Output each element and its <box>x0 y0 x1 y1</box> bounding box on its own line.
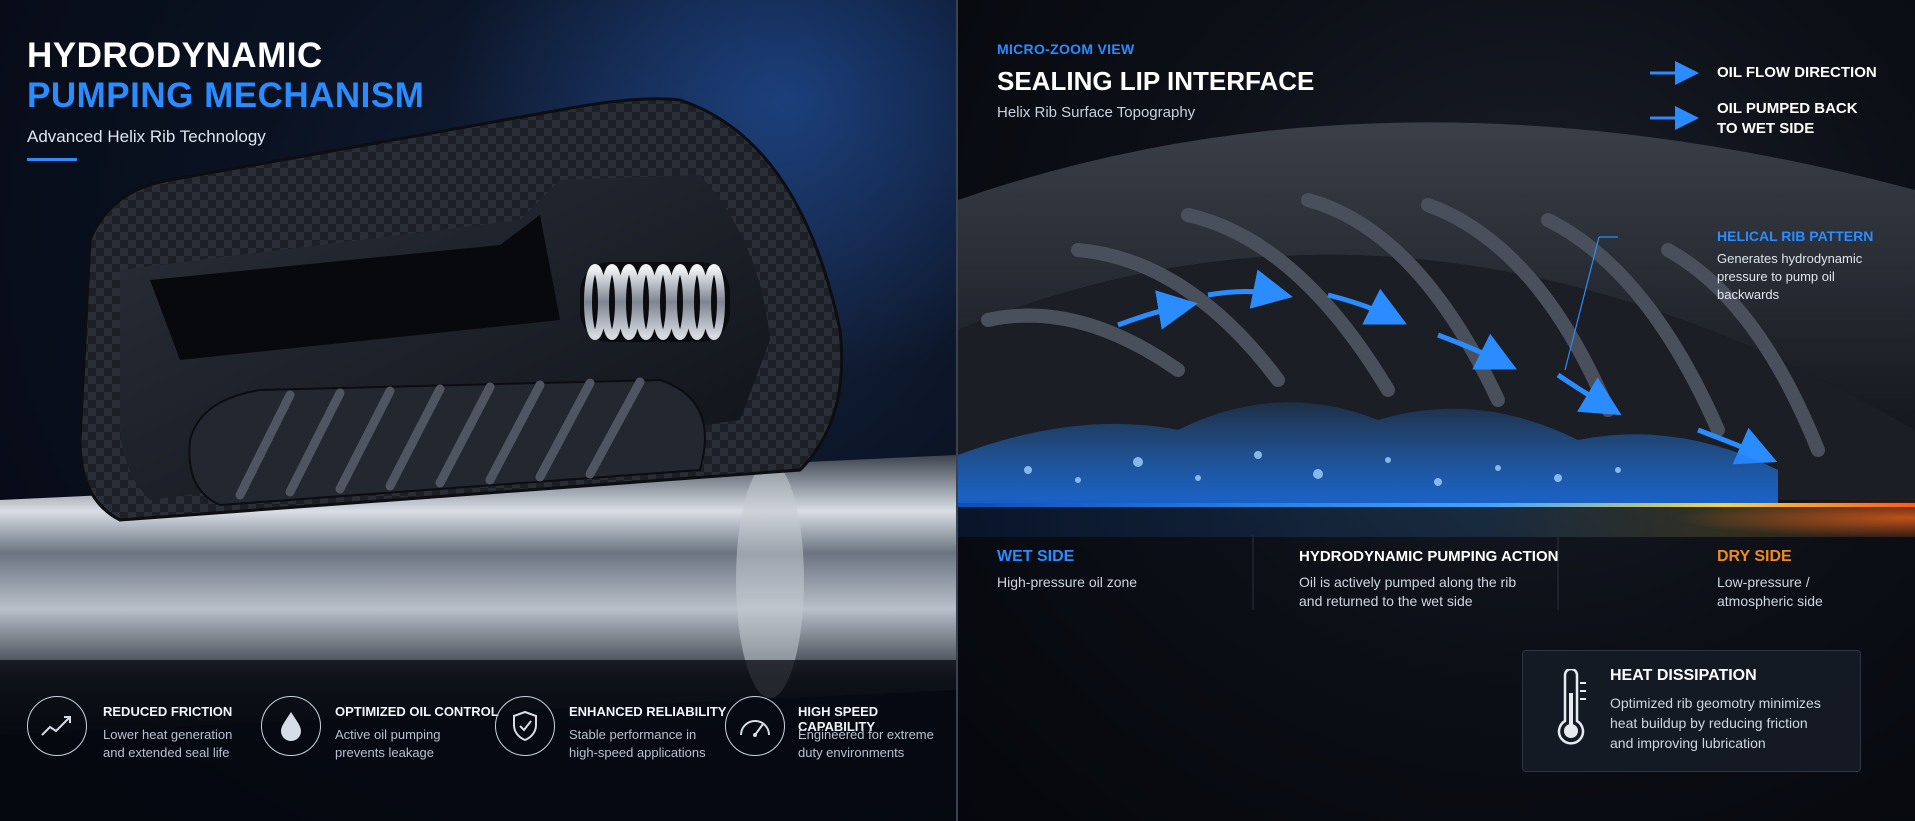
feature-oil-control <box>261 696 321 756</box>
accent-underline <box>27 158 77 161</box>
seal-cross-section-illustration <box>0 0 956 821</box>
wet-side-title: WET SIDE <box>997 548 1075 565</box>
heat-line: heat buildup by reducing friction <box>1610 715 1808 731</box>
right-title: SEALING LIP INTERFACE <box>997 66 1315 96</box>
heat-line: and improving lubrication <box>1610 735 1766 751</box>
legend-oil-flow: OIL FLOW DIRECTION <box>1717 64 1877 81</box>
legend-pumped-line1: OIL PUMPED BACK <box>1717 100 1858 117</box>
feature-line: Stable performance in <box>569 727 697 742</box>
oil-flow-arrows <box>1117 269 1778 465</box>
pumping-action-line: and returned to the wet side <box>1299 593 1473 609</box>
left-panel: HYDRODYNAMIC PUMPING MECHANISM Advanced … <box>0 0 956 821</box>
feature-line: Active oil pumping <box>335 727 441 742</box>
dry-side-title: DRY SIDE <box>1717 548 1792 565</box>
trend-chart-icon <box>27 696 87 756</box>
feature-title: REDUCED FRICTION <box>103 704 233 719</box>
feature-line: and extended seal life <box>103 745 230 760</box>
dry-side-line: atmospheric side <box>1717 593 1823 609</box>
feature-line: Lower heat generation <box>103 727 233 742</box>
right-eyebrow: MICRO-ZOOM VIEW <box>997 41 1135 57</box>
dry-side-line: Low-pressure / <box>1717 574 1810 590</box>
contact-line <box>958 503 1915 507</box>
heat-dissipation-card: HEAT DISSIPATION Optimized rib geomotry … <box>1522 650 1861 772</box>
speedometer-icon <box>725 696 785 756</box>
feature-reliability <box>495 696 555 756</box>
callout-line: backwards <box>1717 287 1780 302</box>
feature-line: high-speed applications <box>569 745 706 760</box>
callout-title: HELICAL RIB PATTERN <box>1717 228 1874 244</box>
heat-title: HEAT DISSIPATION <box>1610 667 1757 684</box>
shield-check-icon <box>495 696 555 756</box>
feature-line: Engineered for extreme <box>798 727 934 742</box>
pumping-action-title: HYDRODYNAMIC PUMPING ACTION <box>1299 548 1559 565</box>
feature-line: prevents leakage <box>335 745 435 760</box>
callout-line: pressure to pump oil <box>1717 269 1835 284</box>
wet-side-text: High-pressure oil zone <box>997 574 1138 590</box>
callout-leader-line <box>1564 236 1600 371</box>
garter-spring <box>580 262 730 342</box>
right-subtitle: Helix Rib Surface Topography <box>997 104 1196 121</box>
legend-arrows <box>1650 61 1699 130</box>
thermometer-icon <box>1553 667 1589 754</box>
left-subtitle: Advanced Helix Rib Technology <box>27 127 266 146</box>
feature-title: HIGH SPEED CAPABILITY <box>798 704 879 734</box>
heat-line: Optimized rib geomotry minimizes <box>1610 695 1821 711</box>
left-title-line1: HYDRODYNAMIC <box>27 36 323 75</box>
lip-interface-illustration <box>958 61 1915 610</box>
helical-ribs <box>981 193 1825 457</box>
panel-divider <box>956 0 958 821</box>
oil-drop-icon <box>261 696 321 756</box>
feature-high-speed <box>725 696 785 756</box>
helix-ribs <box>235 377 645 500</box>
feature-title: ENHANCED RELIABILITY <box>569 704 727 719</box>
right-panel: MICRO-ZOOM VIEW SEALING LIP INTERFACE He… <box>958 0 1915 821</box>
feature-reduced-friction <box>27 696 87 756</box>
legend-pumped-line2: TO WET SIDE <box>1717 120 1815 137</box>
feature-title: OPTIMIZED OIL CONTROL <box>335 704 499 719</box>
feature-line: duty environments <box>798 745 905 760</box>
pumping-action-line: Oil is actively pumped along the rib <box>1299 574 1517 590</box>
callout-line: Generates hydrodynamic <box>1717 251 1863 266</box>
left-title-line2: PUMPING MECHANISM <box>27 76 425 115</box>
